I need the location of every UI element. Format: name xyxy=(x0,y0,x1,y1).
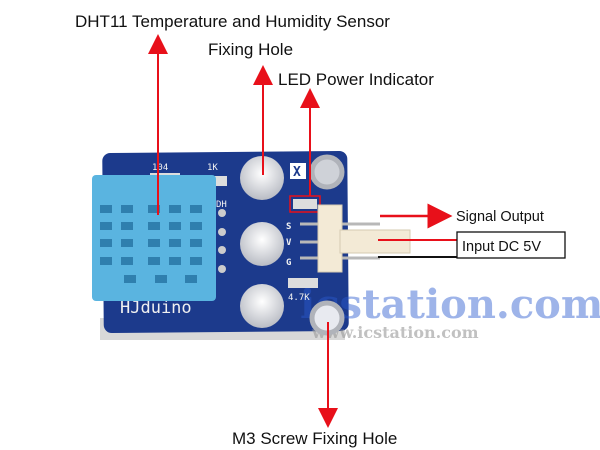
led-label: LED Power Indicator xyxy=(278,70,434,89)
resistor-4.7k xyxy=(288,278,318,288)
hole-middle xyxy=(240,222,284,266)
connector-plug xyxy=(339,229,411,254)
input-dc-label: Input DC 5V xyxy=(462,239,541,255)
sensor-pins xyxy=(218,209,226,273)
sensor-label: DHT11 Temperature and Humidity Sensor xyxy=(75,12,390,31)
input-dc-box xyxy=(456,231,566,259)
pin-s-label: S xyxy=(286,222,291,232)
watermark-main: icstation.com xyxy=(300,281,600,328)
dht11-sensor xyxy=(92,175,216,301)
resistor-4.7k-label: 4.7K xyxy=(288,293,310,303)
led-highlight xyxy=(289,195,321,213)
fixing-hole-top xyxy=(240,156,284,200)
resistor-1k-label: 1K xyxy=(207,163,218,173)
x-mark: X xyxy=(293,165,301,180)
hole-bottom xyxy=(240,284,284,328)
dh-label: DH xyxy=(216,200,227,210)
brand-label: HJduino xyxy=(120,298,192,318)
m3-label: M3 Screw Fixing Hole xyxy=(232,429,397,448)
pin-g-label: G xyxy=(286,258,291,268)
watermark-url: www.icstation.com xyxy=(311,323,479,342)
fixing-hole-label: Fixing Hole xyxy=(208,40,293,59)
connector-housing xyxy=(317,204,343,273)
led xyxy=(293,199,317,209)
signal-output-label: Signal Output xyxy=(456,209,544,225)
screw-hole-top-right xyxy=(309,154,345,190)
x-mark-box xyxy=(290,163,306,179)
resistor-104-label: 104 xyxy=(152,163,168,173)
pin-v-label: V xyxy=(286,238,292,248)
